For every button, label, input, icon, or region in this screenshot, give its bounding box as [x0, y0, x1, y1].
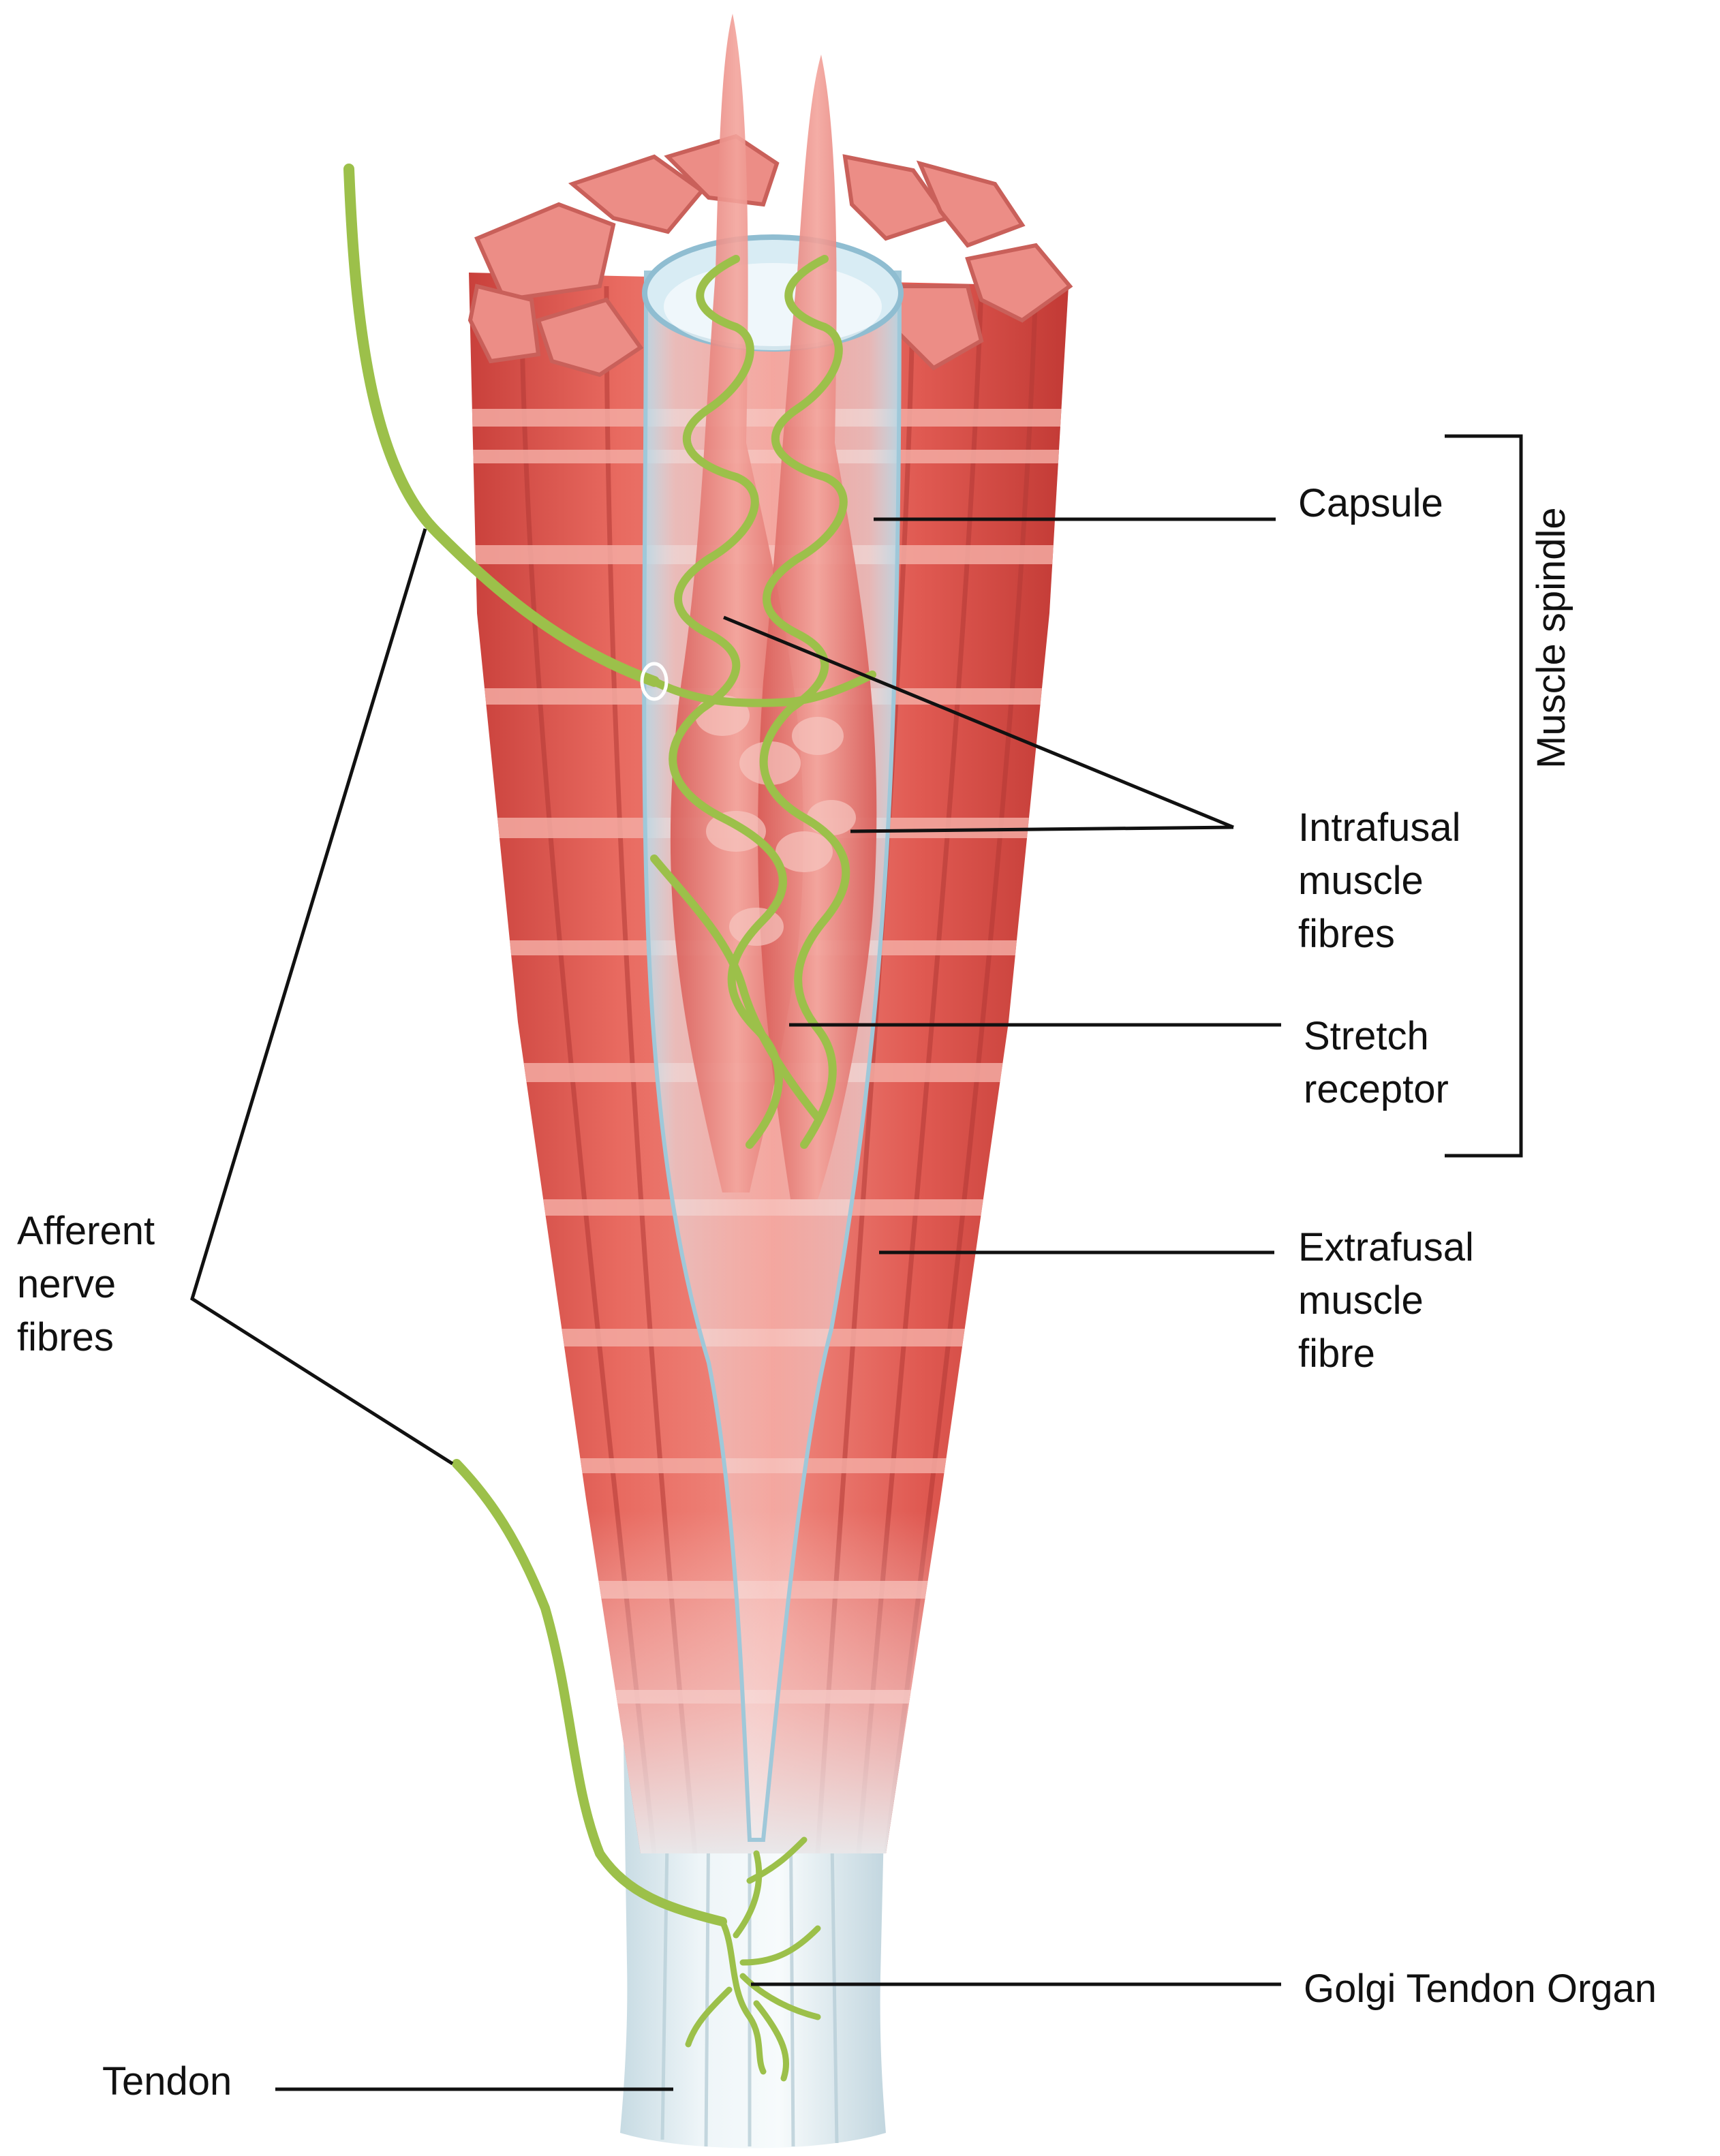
label-intrafusal-muscle-fibres: Intrafusal muscle fibres — [1298, 801, 1461, 961]
label-tendon: Tendon — [102, 2055, 232, 2108]
label-line: Stretch — [1304, 1010, 1449, 1063]
label-line: fibres — [17, 1311, 155, 1364]
label-line: nerve — [17, 1258, 155, 1311]
label-line: fibres — [1298, 908, 1461, 961]
label-tendon-text: Tendon — [102, 2055, 232, 2108]
label-line: Intrafusal — [1298, 801, 1461, 854]
label-line: muscle — [1298, 1274, 1474, 1327]
label-capsule: Capsule — [1298, 477, 1443, 530]
label-line: Afferent — [17, 1205, 155, 1258]
label-golgi-tendon-organ: Golgi Tendon Organ — [1304, 1962, 1657, 2016]
label-line: fibre — [1298, 1327, 1474, 1381]
label-extrafusal-muscle-fibre: Extrafusal muscle fibre — [1298, 1221, 1474, 1381]
muscle-spindle-bracket — [1445, 436, 1521, 1156]
label-afferent-nerve-fibres: Afferent nerve fibres — [17, 1205, 155, 1364]
label-muscle-spindle: Muscle spindle — [1525, 564, 1578, 769]
label-golgi-text: Golgi Tendon Organ — [1304, 1962, 1657, 2016]
label-stretch-receptor: Stretch receptor — [1304, 1010, 1449, 1116]
label-muscle-spindle-text: Muscle spindle — [1525, 564, 1578, 769]
label-capsule-text: Capsule — [1298, 477, 1443, 530]
label-line: receptor — [1304, 1063, 1449, 1116]
label-line: muscle — [1298, 854, 1461, 908]
label-line: Extrafusal — [1298, 1221, 1474, 1274]
